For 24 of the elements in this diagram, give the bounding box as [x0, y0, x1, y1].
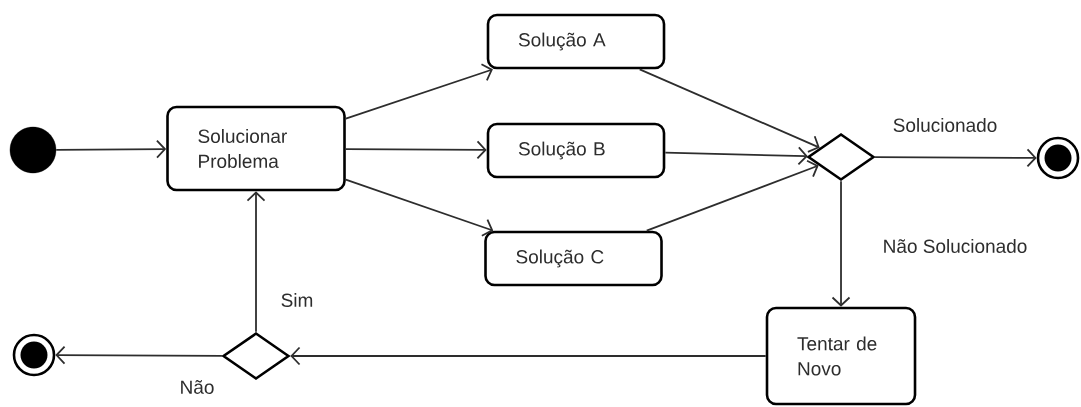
arrow [246, 191, 266, 333]
edge-label: Solucionado [891, 117, 999, 133]
arrow [645, 159, 819, 232]
activity-box: Solução B [486, 122, 666, 179]
arrow [344, 178, 494, 237]
arrow [55, 345, 223, 365]
activity-box: Solucionar Problema [166, 105, 346, 192]
arrow [344, 140, 487, 160]
final-node [12, 333, 56, 377]
arrow [874, 148, 1037, 168]
activity-box: Solução C [484, 230, 663, 287]
arrow [55, 139, 167, 159]
arrow [664, 146, 808, 166]
edge-label: Não Solucionado [881, 238, 1029, 254]
edge-label: Sim [279, 292, 315, 308]
start-node [9, 126, 57, 174]
edge-label: Não [178, 379, 216, 395]
final-node [1036, 136, 1080, 180]
arrow [290, 346, 767, 366]
arrow [831, 180, 851, 307]
arrow [638, 68, 820, 153]
activity-box: Solução A [486, 13, 666, 70]
activity-box: Tentar de Novo [765, 306, 917, 406]
arrow [344, 63, 493, 120]
